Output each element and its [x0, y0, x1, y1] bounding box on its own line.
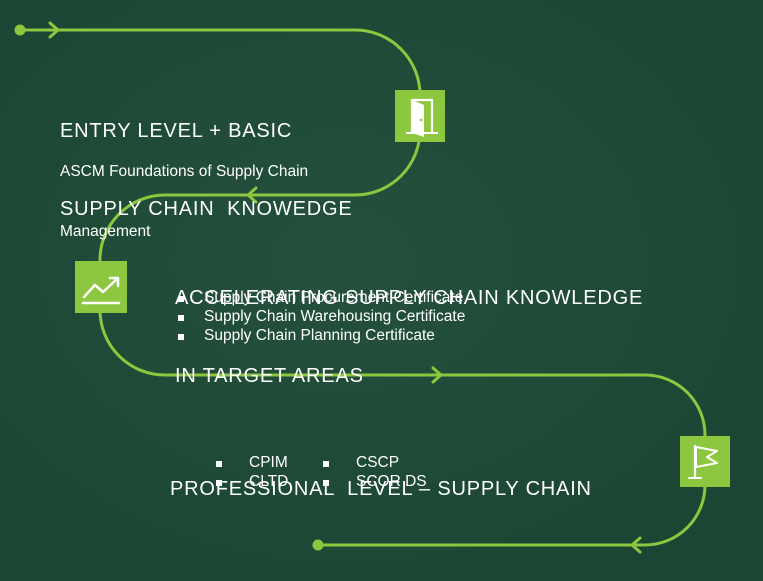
list-item: CLTD	[216, 472, 323, 491]
square-bullet-icon	[216, 479, 222, 486]
stage-3-icon-box	[680, 436, 730, 487]
list-item-label: Supply Chain Planning Certificate	[204, 327, 435, 344]
certification-label: SCOR DS	[356, 473, 427, 490]
stage-2-icon-box	[75, 261, 127, 313]
stage-1-description-line-2: Management	[60, 223, 151, 240]
stage-2-title-line-2: IN TARGET AREAS	[175, 365, 364, 387]
certification-label: CPIM	[249, 454, 288, 471]
square-bullet-icon	[178, 314, 184, 321]
flag-icon	[688, 444, 718, 480]
path-end-dot	[312, 539, 324, 551]
stage-3-title: PROFESSIONAL LEVEL – SUPPLY CHAIN	[170, 424, 592, 554]
door-icon	[406, 98, 438, 137]
stage-2-certificate-list: Supply Chain Procurement Certificate Sup…	[178, 288, 465, 345]
path-arrow-left-2	[630, 536, 642, 554]
stage-2-title: ACCELERATING SUPPLY CHAIN KNOWLEDGE IN T…	[175, 233, 643, 441]
stage-1-title: ENTRY LEVEL + BASIC SUPPLY CHAIN KNOWEDG…	[60, 66, 352, 274]
path-arrow-left-1	[246, 186, 258, 204]
stage-1-description-line-1: ASCM Foundations of Supply Chain	[60, 163, 309, 180]
path-arrow-right-1	[48, 21, 60, 39]
certification-label: CSCP	[356, 454, 400, 471]
stage-2-title-line-1: ACCELERATING SUPPLY CHAIN KNOWLEDGE	[175, 287, 644, 309]
path-arrow-right-2	[431, 366, 443, 384]
square-bullet-icon	[178, 295, 184, 302]
list-item: Supply Chain Planning Certificate	[178, 326, 465, 345]
list-item: Supply Chain Warehousing Certificate	[178, 307, 465, 326]
stage-1-title-line-1: ENTRY LEVEL + BASIC	[60, 120, 293, 142]
path-start-dot	[14, 24, 26, 36]
list-item: CSCP	[323, 453, 427, 472]
list-item-label: Supply Chain Warehousing Certificate	[204, 308, 466, 325]
square-bullet-icon	[216, 460, 222, 467]
list-item: SCOR DS	[323, 472, 427, 491]
square-bullet-icon	[323, 479, 329, 486]
stage-1-title-line-2: SUPPLY CHAIN KNOWEDGE	[60, 198, 353, 220]
trend-up-chart-icon	[81, 276, 121, 305]
certification-label: CLTD	[249, 473, 289, 490]
stage-3-certification-list: CPIM CSCP CLTD SCOR DS	[216, 453, 427, 491]
list-item: CPIM	[216, 453, 323, 472]
stage-1-icon-box	[395, 90, 445, 142]
stage-1-description: ASCM Foundations of Supply Chain Managem…	[60, 122, 308, 282]
list-item: Supply Chain Procurement Certificate	[178, 288, 465, 307]
square-bullet-icon	[323, 460, 329, 467]
list-item-label: Supply Chain Procurement Certificate	[204, 289, 464, 306]
stage-3-title-line-1: PROFESSIONAL LEVEL – SUPPLY CHAIN	[170, 478, 592, 500]
square-bullet-icon	[178, 333, 184, 340]
